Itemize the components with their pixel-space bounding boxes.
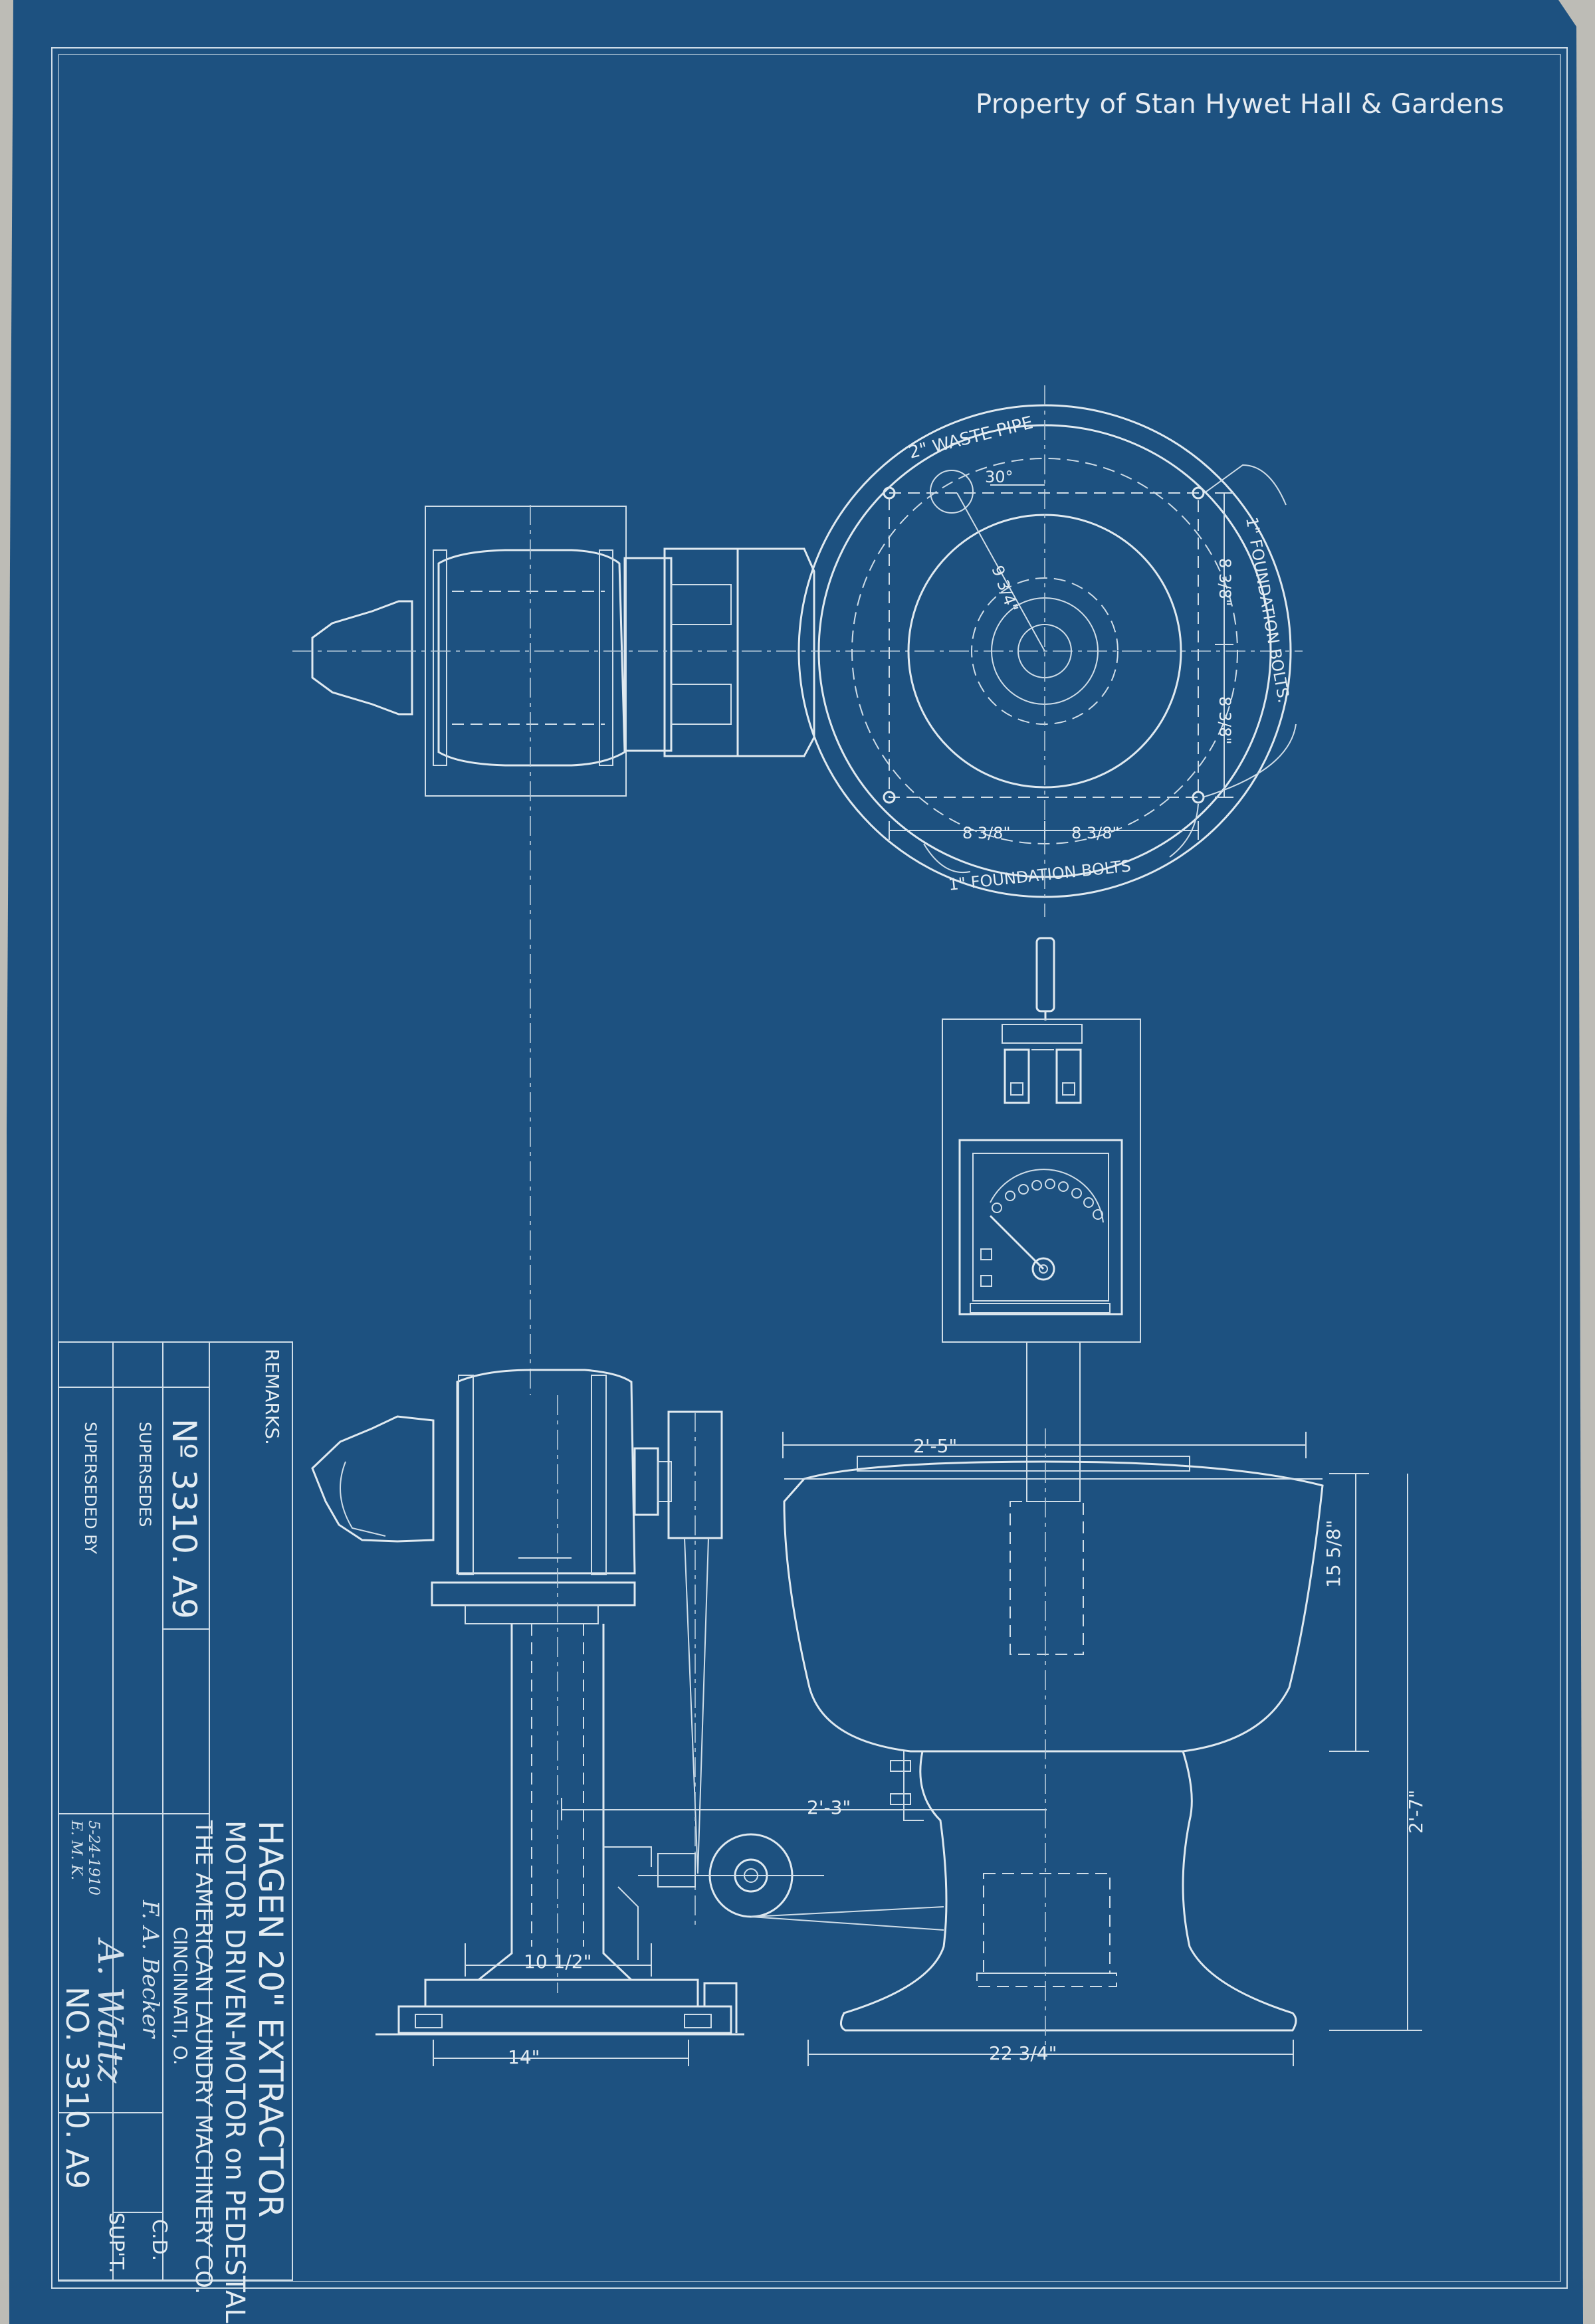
motor-pedestal-elevation: 10 1/2" 14" <box>311 1369 1047 2068</box>
drawing-date: 5-24-1910 <box>85 1820 102 1895</box>
dim-right-lower: 8 3/8" <box>1216 696 1234 745</box>
watermark-text: Property of Stan Hywet Hall & Gardens <box>976 89 1505 120</box>
drawn-by-signature: F. A. Becker <box>137 1899 163 2039</box>
motor-base-dim: 14" <box>508 2046 540 2068</box>
supt-label: SUP'T. <box>104 2212 128 2274</box>
base-width-dim: 22 3/4" <box>989 2042 1057 2064</box>
angle-label: 30° <box>985 468 1013 486</box>
approval-signature: A. Waltz <box>90 1937 130 2083</box>
drawing-number: Nº 3310. A9 <box>165 1418 203 1619</box>
dim-right-upper: 8 3/8" <box>1216 558 1234 607</box>
dim-bottom-left: 8 3/8" <box>962 824 1011 842</box>
extractor-tub <box>783 1460 1324 1753</box>
blueprint-paper <box>7 0 1583 2324</box>
basket-height-dim: 15 5/8" <box>1323 1520 1344 1588</box>
superseded-by-label: SUPERSEDED BY <box>81 1422 100 1554</box>
supersedes-label: SUPERSEDES <box>136 1422 154 1527</box>
remarks-label: REMARKS. <box>261 1349 283 1445</box>
controller-panel <box>942 937 1141 1655</box>
company-city: CINCINNATI, O. <box>169 1927 191 2065</box>
title-line-2: MOTOR DRIVEN-MOTOR on PEDESTAL <box>219 1820 250 2323</box>
outer-border <box>51 47 1568 2289</box>
extractor-elevation: 2'-5" 15 5/8" 2'-7" 2'-3" 22 3/4" <box>782 1428 1427 2066</box>
center-distance-dim: 2'-3" <box>807 1796 851 1818</box>
title-block: REMARKS. Nº 3310. A9 SUPERSEDES SUPERSED… <box>58 1341 293 2323</box>
dim-bottom-right: 8 3/8" <box>1071 824 1120 842</box>
total-height-dim: 2'-7" <box>1405 1790 1427 1834</box>
basket-width-dim: 2'-5" <box>913 1435 957 1457</box>
title-block-number: NO. 3310. A9 <box>59 1986 95 2189</box>
cd-label: C.D. <box>148 2219 171 2261</box>
checked-initials: E. M. K. <box>68 1820 84 1880</box>
title-line-1: HAGEN 20" EXTRACTOR <box>251 1820 290 2218</box>
company-name: THE AMERICAN LAUNDRY MACHINERY CO. <box>190 1820 217 2294</box>
pedestal-width-dim: 10 1/2" <box>524 1951 591 1973</box>
